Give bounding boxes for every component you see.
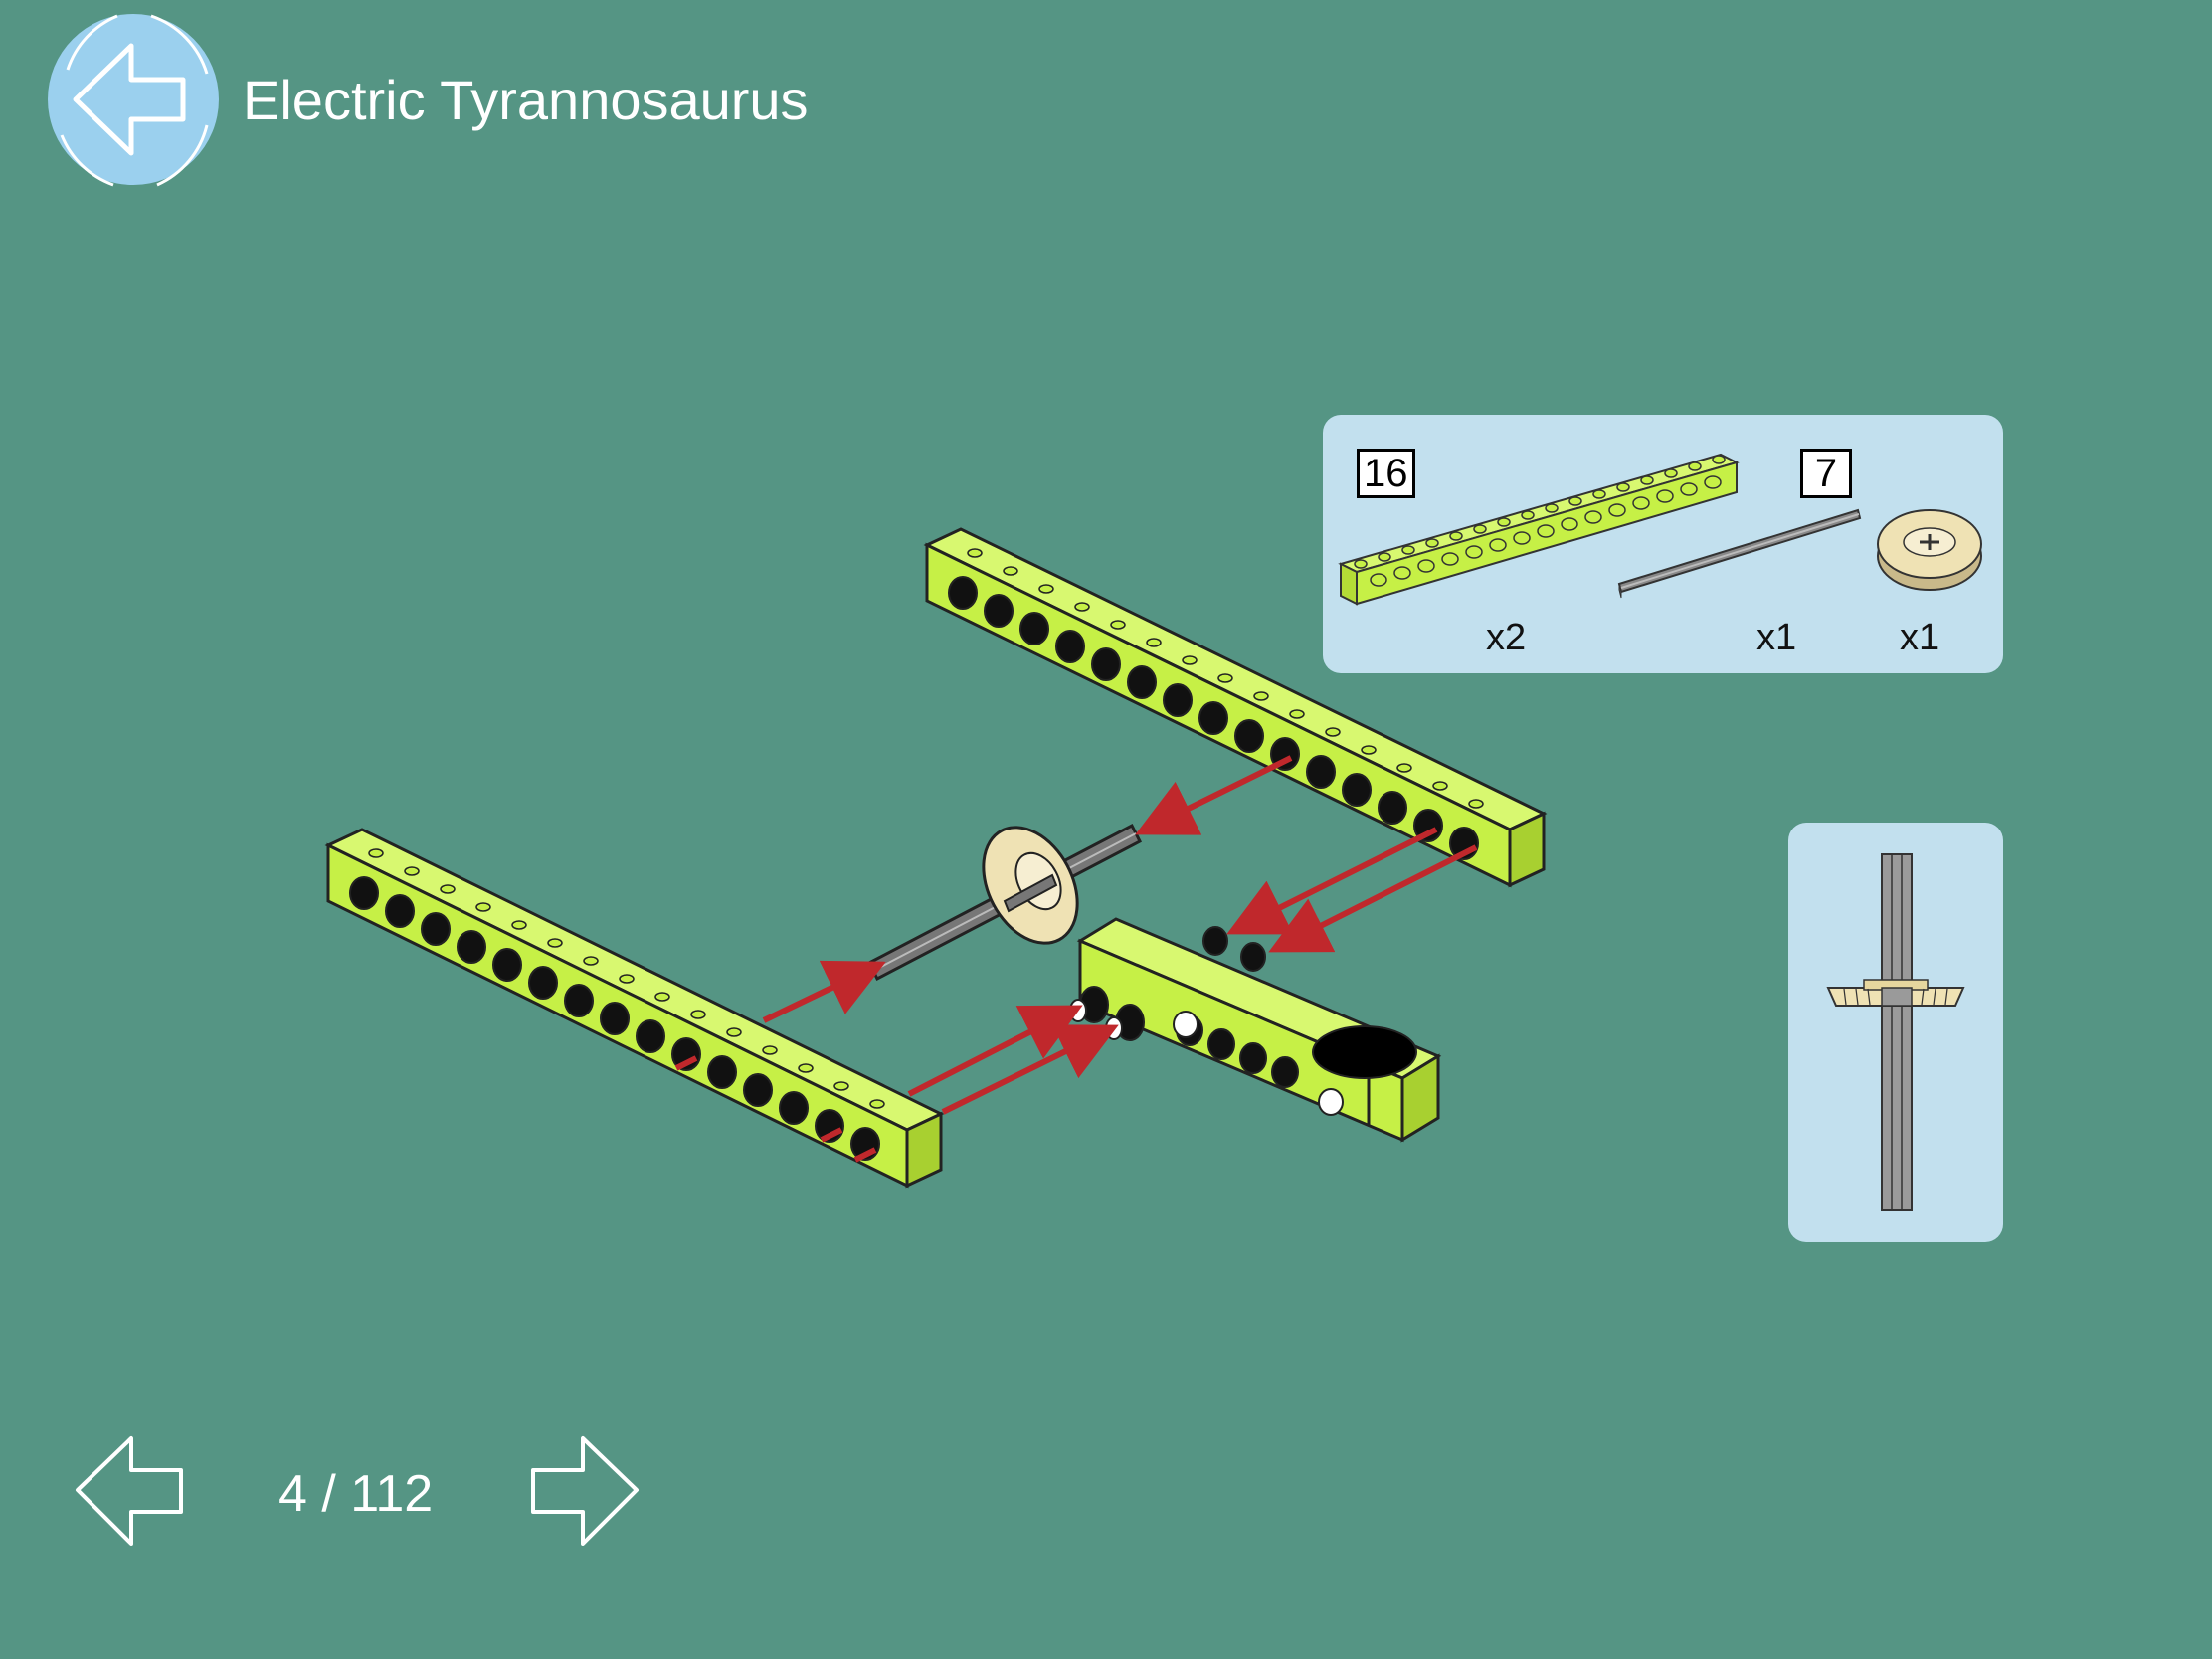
assembly-arrows (762, 755, 1478, 1115)
next-page-button[interactable] (521, 1432, 645, 1552)
beam-part-image (1338, 453, 1740, 606)
beam-top (923, 527, 1548, 888)
axle-gear-detail-image (1826, 853, 1965, 1211)
page-title: Electric Tyrannosaurus (243, 69, 809, 131)
parts-panel: 16 7 x2 x1 x1 (1323, 415, 2003, 673)
beam-length-label: 16 (1357, 449, 1415, 498)
axle-with-gear (866, 823, 1143, 982)
gear-quantity: x1 (1900, 617, 1940, 658)
beam-left (324, 828, 945, 1189)
axle-quantity: x1 (1756, 617, 1797, 658)
back-button[interactable] (40, 8, 229, 197)
axle-part-image (1617, 508, 1862, 599)
detail-view-panel (1788, 823, 2003, 1242)
page-counter: 4 / 112 (278, 1465, 434, 1523)
arrow-right-outline-icon (531, 1436, 639, 1546)
motor-box (1076, 917, 1442, 1143)
beam-quantity: x2 (1486, 617, 1527, 658)
connector-pins (1079, 926, 1266, 1041)
arrow-left-outline-icon (76, 1436, 183, 1546)
axle-length-label: 7 (1800, 449, 1852, 498)
arrow-left-icon (48, 14, 219, 187)
previous-page-button[interactable] (70, 1432, 193, 1552)
gear-part-image (1877, 509, 1982, 591)
